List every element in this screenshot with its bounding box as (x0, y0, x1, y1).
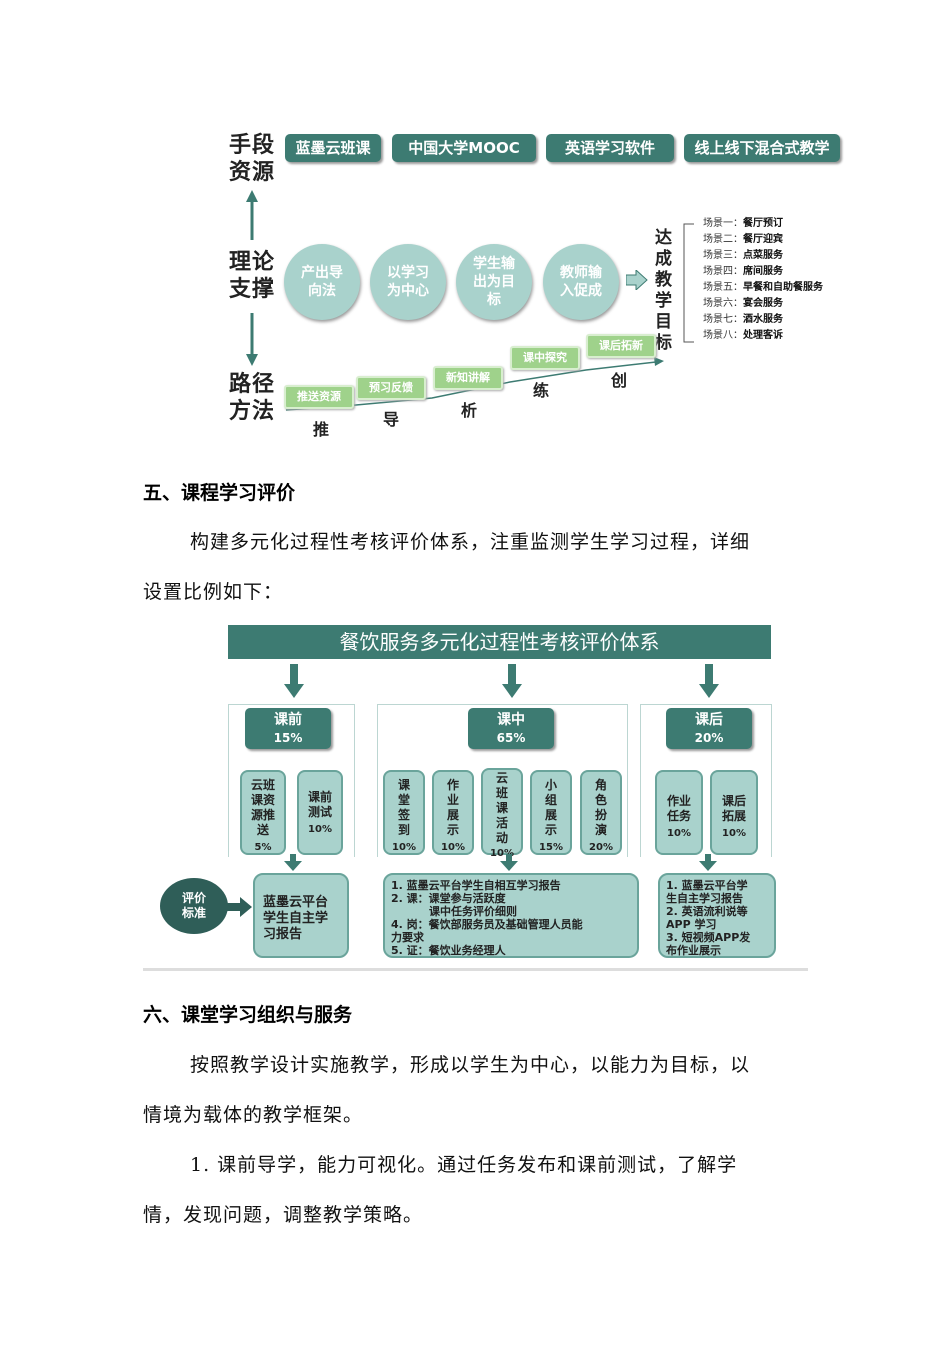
resource-pill: 中国大学MOOC (392, 134, 536, 162)
step-char: 创 (611, 371, 628, 390)
group-bracket (640, 704, 772, 857)
mid-standard-box: 1. 蓝墨云平台学生自相互学习报告 2. 课：课堂参与活跃度 课中任务评价细则 … (383, 873, 639, 958)
arrow-up-icon (246, 190, 258, 202)
section-heading: 六、课堂学习组织与服务 (143, 1004, 353, 1026)
vertical-arrows (246, 190, 258, 366)
arrow-down-icon (284, 684, 304, 698)
scene-list: 场景一：餐厅预订 场景二：餐厅迎宾 场景三：点菜服务 场景四：席间服务 场景五：… (703, 216, 823, 344)
arrow-right-icon (626, 270, 648, 290)
theory-circle: 学生输出为目标 (456, 244, 532, 320)
row-label-theory: 理论 支撑 (229, 249, 276, 302)
scene-bracket (683, 223, 694, 343)
small-down-arrows (284, 854, 717, 871)
arrow-down-icon (699, 861, 717, 871)
paragraph-line: 按照教学设计实施教学，形成以学生为中心，以能力为目标，以 (190, 1054, 751, 1076)
scene-item: 场景一：餐厅预订 (703, 218, 783, 229)
paragraph-line: 情境为载体的教学框架。 (143, 1104, 364, 1126)
score-card: 作业任务 10% (655, 770, 703, 855)
step-box: 新知讲解 (433, 366, 503, 390)
score-card: 课后拓展 10% (710, 770, 758, 855)
section-heading: 五、课程学习评价 (143, 482, 296, 504)
scene-item: 场景五：早餐和自助餐服务 (703, 282, 823, 293)
group-header-pre: 课前 15% (245, 708, 331, 749)
group-header-mid: 课中 65% (468, 708, 554, 749)
score-card: 作业展示 10% (432, 770, 474, 855)
scene-item: 场景八：处理客诉 (703, 330, 783, 341)
arrow-down-icon (699, 684, 719, 698)
score-card: 课前测试 10% (297, 770, 343, 855)
paragraph-line: 设置比例如下： (143, 581, 284, 603)
arrow-down-icon (502, 684, 522, 698)
step-box: 课后拓新 (586, 334, 656, 358)
pre-standard-box: 蓝墨云平台学生自主学习报告 (253, 873, 349, 958)
theory-circle: 产出导向法 (284, 244, 360, 320)
group-bracket (377, 704, 628, 857)
arrow-down-icon (500, 861, 518, 871)
step-box: 推送资源 (284, 385, 354, 409)
figure-divider (143, 968, 808, 971)
row-label-resources: 手段 资源 (229, 132, 276, 185)
step-box: 预习反馈 (356, 376, 426, 400)
scene-item: 场景七：酒水服务 (703, 314, 783, 325)
group-bracket (228, 704, 355, 857)
row-label-method: 路径 方法 (229, 371, 276, 424)
arrow-right-icon (224, 897, 252, 917)
scene-item: 场景六：宴会服务 (703, 298, 783, 309)
resource-pill: 蓝墨云班课 (285, 134, 381, 162)
scene-item: 场景四：席间服务 (703, 266, 783, 277)
step-char: 析 (461, 401, 478, 420)
paragraph-line: 1. 课前导学，能力可视化。通过任务发布和课前测试，了解学 (190, 1154, 738, 1176)
step-box: 课中探究 (510, 346, 580, 370)
score-card: 角色扮演 20% (580, 770, 622, 855)
group-header-post: 课后 20% (666, 708, 752, 749)
theory-circle: 以学习为中心 (370, 244, 446, 320)
down-arrows (284, 664, 719, 698)
arrow-down-icon (284, 861, 302, 871)
paragraph-line: 情，发现问题，调整教学策略。 (143, 1204, 424, 1226)
theory-circle: 教师输入促成 (543, 244, 619, 320)
resource-pill: 英语学习软件 (546, 134, 674, 162)
step-char: 导 (383, 410, 400, 429)
diagram-title: 餐饮服务多元化过程性考核评价体系 (228, 625, 771, 659)
arrow-down-icon (246, 354, 258, 366)
score-card: 云班课资源推送 5% (240, 770, 286, 855)
score-card: 云班课活动 10% (481, 768, 523, 859)
resource-pill: 线上线下混合式教学 (684, 134, 840, 162)
step-char: 练 (533, 381, 550, 400)
step-char: 推 (313, 420, 330, 439)
post-standard-box: 1. 蓝墨云平台学 生自主学习报告 2. 英语流利说等 APP 学习 3. 短视… (658, 873, 776, 958)
goal-label: 达 成 教 学 目 标 (655, 228, 672, 353)
score-card: 小组展示 15% (530, 770, 572, 855)
score-card: 课堂签到 10% (383, 770, 425, 855)
paragraph-line: 构建多元化过程性考核评价体系，注重监测学生学习过程，详细 (190, 531, 751, 553)
evaluation-standard-label: 评价标准 (160, 878, 228, 934)
arrow-right-icon (654, 357, 664, 366)
scene-item: 场景二：餐厅迎宾 (703, 234, 783, 245)
scene-item: 场景三：点菜服务 (703, 250, 783, 261)
